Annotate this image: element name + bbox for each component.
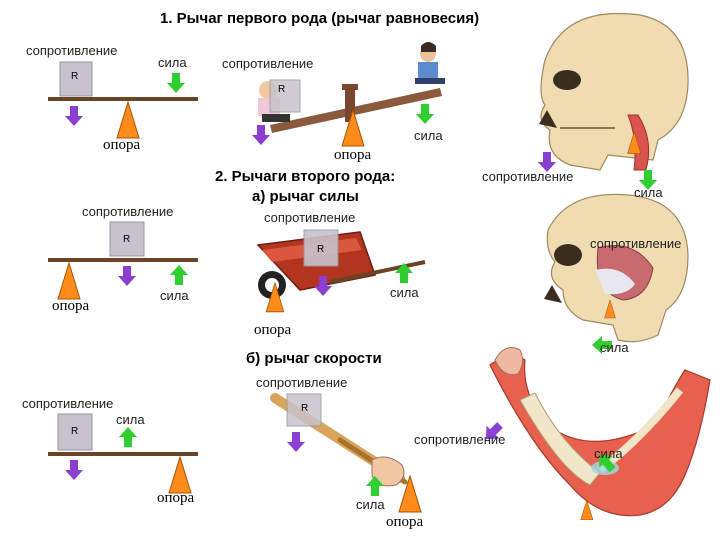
bat-force-label: сила [356,497,385,512]
seesaw-force-label: сила [414,128,443,143]
force-arrow [170,265,188,285]
lever-bar [48,452,198,456]
resistance-block [109,221,145,257]
force-arrow [119,427,137,447]
block-letter-4: R [317,244,325,255]
lever-2a-diagram [48,221,198,300]
resistance-block [59,61,93,97]
arm-force-label: сила [594,446,623,461]
seesaw-illustration [252,42,445,147]
resistance-arrow [65,106,83,126]
block-letter-5: R [71,426,79,437]
seesaw-support-label: опора [334,147,372,163]
block-letter-1: R [71,71,79,82]
seesaw-force-arrow [416,104,434,124]
force-label-2a: сила [160,288,189,303]
resistance-block [57,413,93,451]
skull-2-force-label: сила [600,340,629,355]
support-label: опора [103,137,141,153]
support-label-2b: опора [157,490,195,506]
lever-bar [48,97,198,101]
resistance-arrow [118,266,136,286]
seesaw-resistance-label: сопротивление [222,56,314,71]
wheelbarrow-force-label: сила [390,285,419,300]
bat-resistance-block [286,393,322,427]
block-letter-3: R [123,234,131,245]
force-label: сила [158,55,187,70]
bat-resistance-arrow [287,432,305,452]
skull-1-force-label: сила [634,185,663,200]
bat-illustration [270,393,422,513]
resistance-label-2a: сопротивление [82,204,174,219]
title-first-class-lever: 1. Рычаг первого рода (рычаг равновесия) [160,10,480,27]
wheelbarrow-resistance-block [303,229,339,267]
title-speed-lever: б) рычаг скорости [246,350,382,367]
resistance-arrow [65,460,83,480]
wheelbarrow-support-label: опора [254,322,292,338]
lever-2b-diagram [48,413,198,494]
bat-support-label: опора [386,514,424,530]
title-second-class-levers: 2. Рычаги второго рода: [215,168,396,185]
seesaw-resistance-arrow [252,125,270,145]
fulcrum-triangle [168,456,192,494]
force-arrow [167,73,185,93]
lever-bar [48,258,198,262]
support-label-2a: опора [52,298,90,314]
block-letter-6: R [301,403,309,414]
wheelbarrow-illustration [256,229,426,313]
wheelbarrow-resistance-label: сопротивление [264,210,356,225]
arm-illustration [479,347,711,521]
fulcrum-triangle [116,101,140,139]
skull-1-resistance-label: сопротивление [482,169,574,184]
title-force-lever: а) рычаг силы [252,188,359,205]
skull-2-resistance-label: сопротивление [590,236,682,251]
seesaw-resistance-block [269,79,301,113]
skull-2-illustration [544,193,689,354]
resistance-label-2b: сопротивление [22,396,114,411]
skull-1-illustration [538,12,689,190]
fulcrum-triangle [57,262,81,300]
arm-resistance-label: сопротивление [414,432,506,447]
block-letter-2: R [278,84,286,95]
resistance-label: сопротивление [26,43,118,58]
force-label-2b: сила [116,412,145,427]
bat-resistance-label: сопротивление [256,375,348,390]
lever-1-diagram [48,61,198,139]
